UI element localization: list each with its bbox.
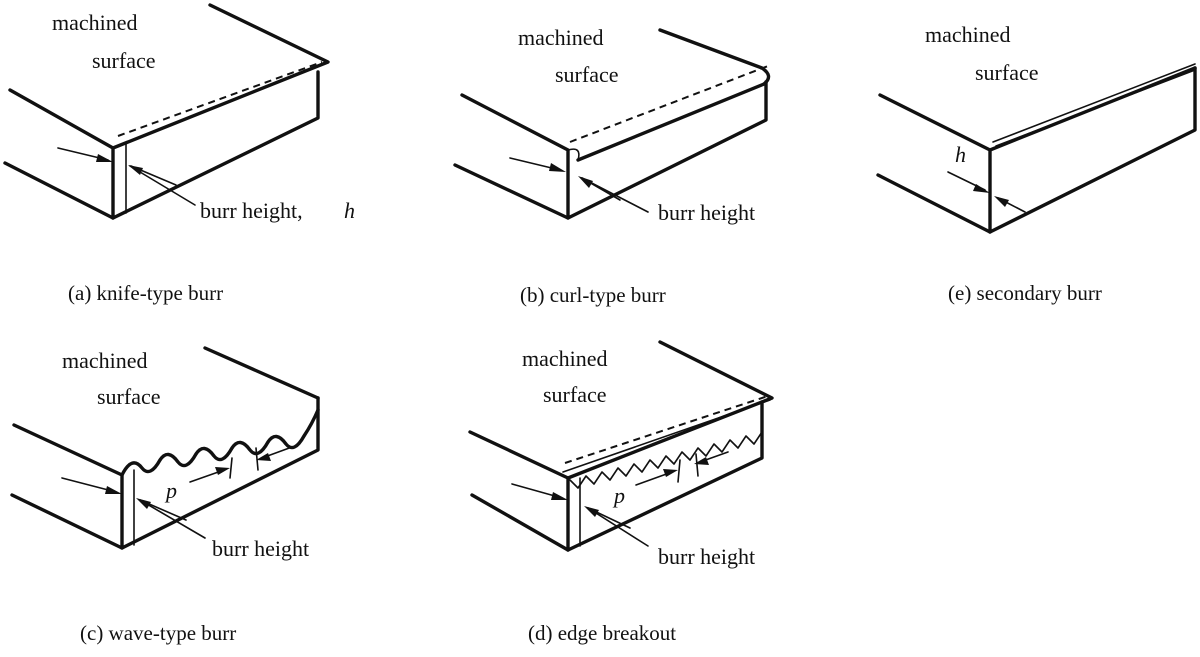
panel-e-surface-label: surface: [975, 60, 1039, 85]
panel-d-surface-label: surface: [543, 382, 607, 407]
panel-e-block-outline: [878, 66, 1197, 234]
panel-c-burr-height-label: burr height: [212, 536, 309, 561]
panel-a-lower-edge: [3, 161, 115, 220]
panel-b-lower-edge: [453, 163, 570, 220]
panel-a-block-outline: [8, 70, 320, 220]
panel-e-secondary-edge: [992, 63, 1196, 143]
panel-b-machined-label: machined: [518, 25, 604, 50]
panel-c-top-edge: [203, 346, 320, 400]
panel-e-secondary-burr: machined surface h (e) secondary burr: [876, 22, 1197, 305]
panel-e-machined-label: machined: [925, 22, 1011, 47]
panel-d-breakout-teeth: [569, 431, 763, 489]
caption-a: (a) knife-type burr: [68, 281, 223, 305]
panel-a-top-edge: [111, 3, 330, 150]
panel-c-surface-label: surface: [97, 384, 161, 409]
panel-a-h-label: h: [344, 198, 355, 223]
panel-d-lower-edge: [470, 493, 570, 552]
panel-a-knife-type-burr: machined surface burr height, h (a) knif…: [3, 3, 355, 305]
panel-c-wave-burr: [120, 408, 320, 477]
panel-a-dashed-edge: [117, 61, 323, 137]
panel-c-p-label: p: [164, 478, 177, 503]
caption-c: (c) wave-type burr: [80, 621, 236, 645]
panel-d-p-label: p: [612, 483, 625, 508]
panel-a-burr: [112, 142, 127, 214]
panel-b-top-edge: [576, 28, 771, 162]
panel-e-lower-edge: [876, 173, 992, 234]
panel-a-machined-label: machined: [52, 10, 138, 35]
panel-b-curl: [567, 148, 580, 161]
panel-d-block-outline: [468, 400, 764, 552]
panel-d-leader: [587, 507, 649, 547]
panel-b-leader: [581, 177, 649, 213]
panel-b-curl-type-burr: machined surface burr height (b) curl-ty…: [453, 25, 771, 307]
panel-c-leader: [139, 499, 206, 539]
panel-b-burr-height-label: burr height: [658, 200, 755, 225]
caption-e: (e) secondary burr: [948, 281, 1102, 305]
caption-b: (b) curl-type burr: [520, 283, 666, 307]
panel-d-machined-label: machined: [522, 346, 608, 371]
panel-e-h-label: h: [955, 142, 966, 167]
panel-d-edge-breakout: machined surface p burr height (d) edge …: [468, 340, 774, 645]
caption-d: (d) edge breakout: [528, 621, 676, 645]
panel-c-wave-type-burr: machined surface p burr height (c) wave-…: [10, 346, 320, 645]
panel-c-machined-label: machined: [62, 348, 148, 373]
panel-a-burr-height-label: burr height,: [200, 198, 303, 223]
panel-d-top-edge: [566, 340, 774, 480]
panel-c-lower-edge: [10, 493, 124, 550]
panel-b-surface-label: surface: [555, 62, 619, 87]
panel-d-burr-height-label: burr height: [658, 544, 755, 569]
panel-a-surface-label: surface: [92, 48, 156, 73]
panel-a-leader: [129, 165, 196, 206]
panel-c-block-outline: [12, 396, 320, 550]
